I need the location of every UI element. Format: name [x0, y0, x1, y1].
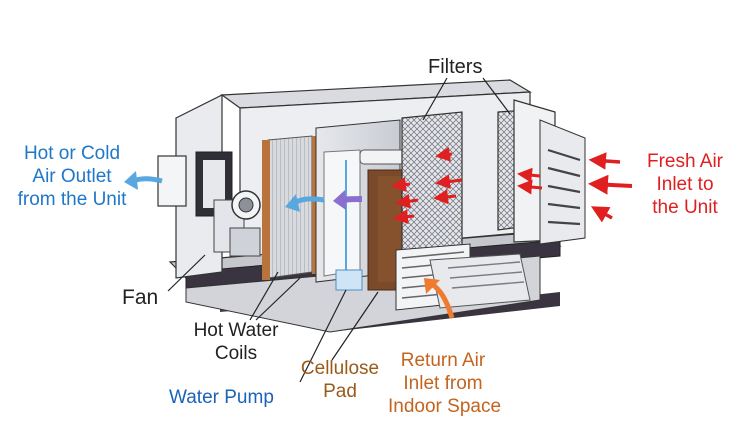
- coil-airflow-arrow: [285, 194, 325, 212]
- outlet-label-line-3: from the Unit: [17, 189, 127, 210]
- outlet-label-line-1: Hot or Cold: [23, 143, 121, 164]
- pad-label: Cellulose Pad: [290, 357, 390, 403]
- return-air-label: Return Air Inlet from Indoor Space: [388, 349, 502, 418]
- return-air-label-line-1: Return Air: [400, 350, 486, 371]
- fan-assembly: [213, 190, 261, 257]
- return-air-duct: [395, 243, 531, 311]
- fresh-air-hood: [513, 99, 586, 245]
- inlet-label-line-3: the Unit: [652, 197, 718, 218]
- leader-lines: [167, 77, 511, 383]
- inlet-label-line-1: Fresh Air: [646, 151, 724, 172]
- inlet-label: Fresh Air Inlet to the Unit: [626, 150, 744, 219]
- return-air-label-line-3: Indoor Space: [388, 396, 502, 417]
- return-air-label-line-2: Inlet from: [403, 373, 483, 394]
- inlet-label-line-2: Inlet to: [656, 174, 714, 195]
- pad-label-line-1: Cellulose: [300, 358, 380, 379]
- coils-label-line-2: Coils: [214, 343, 258, 364]
- pad-airflow-arrow: [333, 190, 363, 210]
- pad-label-line-2: Pad: [323, 381, 357, 402]
- outlet-label: Hot or Cold Air Outlet from the Unit: [4, 142, 140, 211]
- water-pump-label: Water Pump: [169, 387, 274, 408]
- fresh-air-inlet-arrows: [588, 152, 633, 223]
- fan-label: Fan: [122, 286, 159, 309]
- outlet-label-line-2: Air Outlet: [32, 166, 112, 187]
- filters-label: Filters: [428, 56, 483, 78]
- coils-label-line-1: Hot Water: [193, 320, 279, 341]
- internal-red-airflow-arrows: [391, 146, 543, 225]
- return-air-arrow: [424, 278, 455, 319]
- outlet-airflow-arrow: [124, 171, 163, 190]
- coils-label: Hot Water Coils: [186, 319, 286, 365]
